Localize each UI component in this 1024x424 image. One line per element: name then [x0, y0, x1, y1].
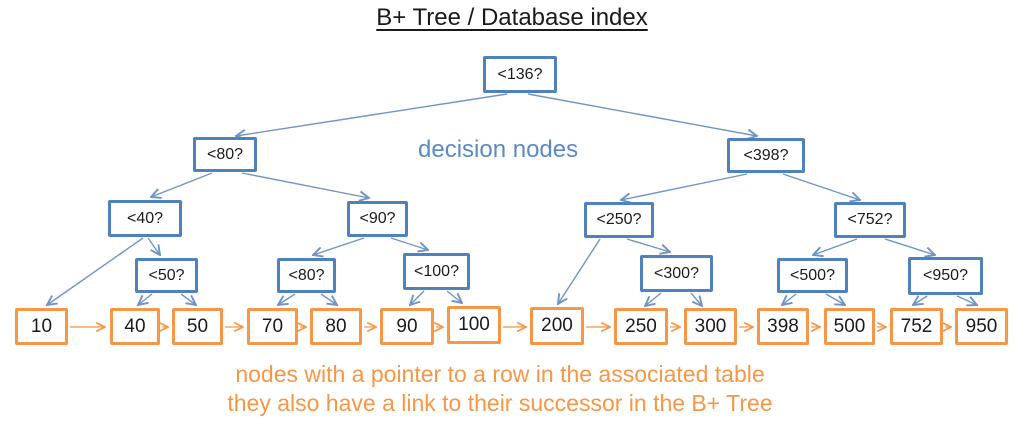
decision-node-398: <398? — [727, 138, 805, 173]
leaf-node-300: 300 — [684, 308, 737, 345]
leaf-node-100: 100 — [447, 306, 501, 344]
leaf-node-398: 398 — [757, 308, 809, 345]
leaf-node-250: 250 — [614, 308, 668, 345]
diagram-title: B+ Tree / Database index — [376, 4, 648, 31]
decision-node-80-level4: <80? — [277, 258, 336, 293]
decision-node-250: <250? — [584, 202, 654, 238]
leaf-annotation-line1: nodes with a pointer to a row in the ass… — [235, 361, 765, 387]
decision-node-40: <40? — [108, 200, 182, 237]
leaf-node-50: 50 — [172, 308, 223, 345]
decision-node-300: <300? — [640, 255, 713, 292]
decision-node-80: <80? — [193, 137, 257, 172]
decision-node-500: <500? — [777, 258, 848, 293]
decision-node-752: <752? — [834, 202, 906, 238]
leaf-node-500: 500 — [824, 308, 875, 345]
leaf-node-200: 200 — [530, 307, 584, 345]
leaf-node-40: 40 — [110, 308, 160, 345]
leaf-annotation-line2: they also have a link to their successor… — [227, 390, 773, 416]
decision-node-90: <90? — [347, 201, 408, 237]
decision-nodes-annotation: decision nodes — [418, 136, 579, 163]
leaf-node-950: 950 — [955, 308, 1008, 345]
leaf-node-80: 80 — [310, 308, 362, 345]
decision-node-950: <950? — [908, 257, 983, 295]
decision-node-root-136: <136? — [483, 56, 557, 93]
leaf-node-752: 752 — [890, 308, 943, 345]
leaf-node-90: 90 — [380, 308, 434, 345]
decision-node-100: <100? — [403, 253, 470, 290]
leaf-node-70: 70 — [247, 308, 298, 345]
decision-edges — [47, 93, 977, 306]
leaf-node-10: 10 — [15, 308, 68, 345]
decision-node-50: <50? — [135, 258, 198, 293]
